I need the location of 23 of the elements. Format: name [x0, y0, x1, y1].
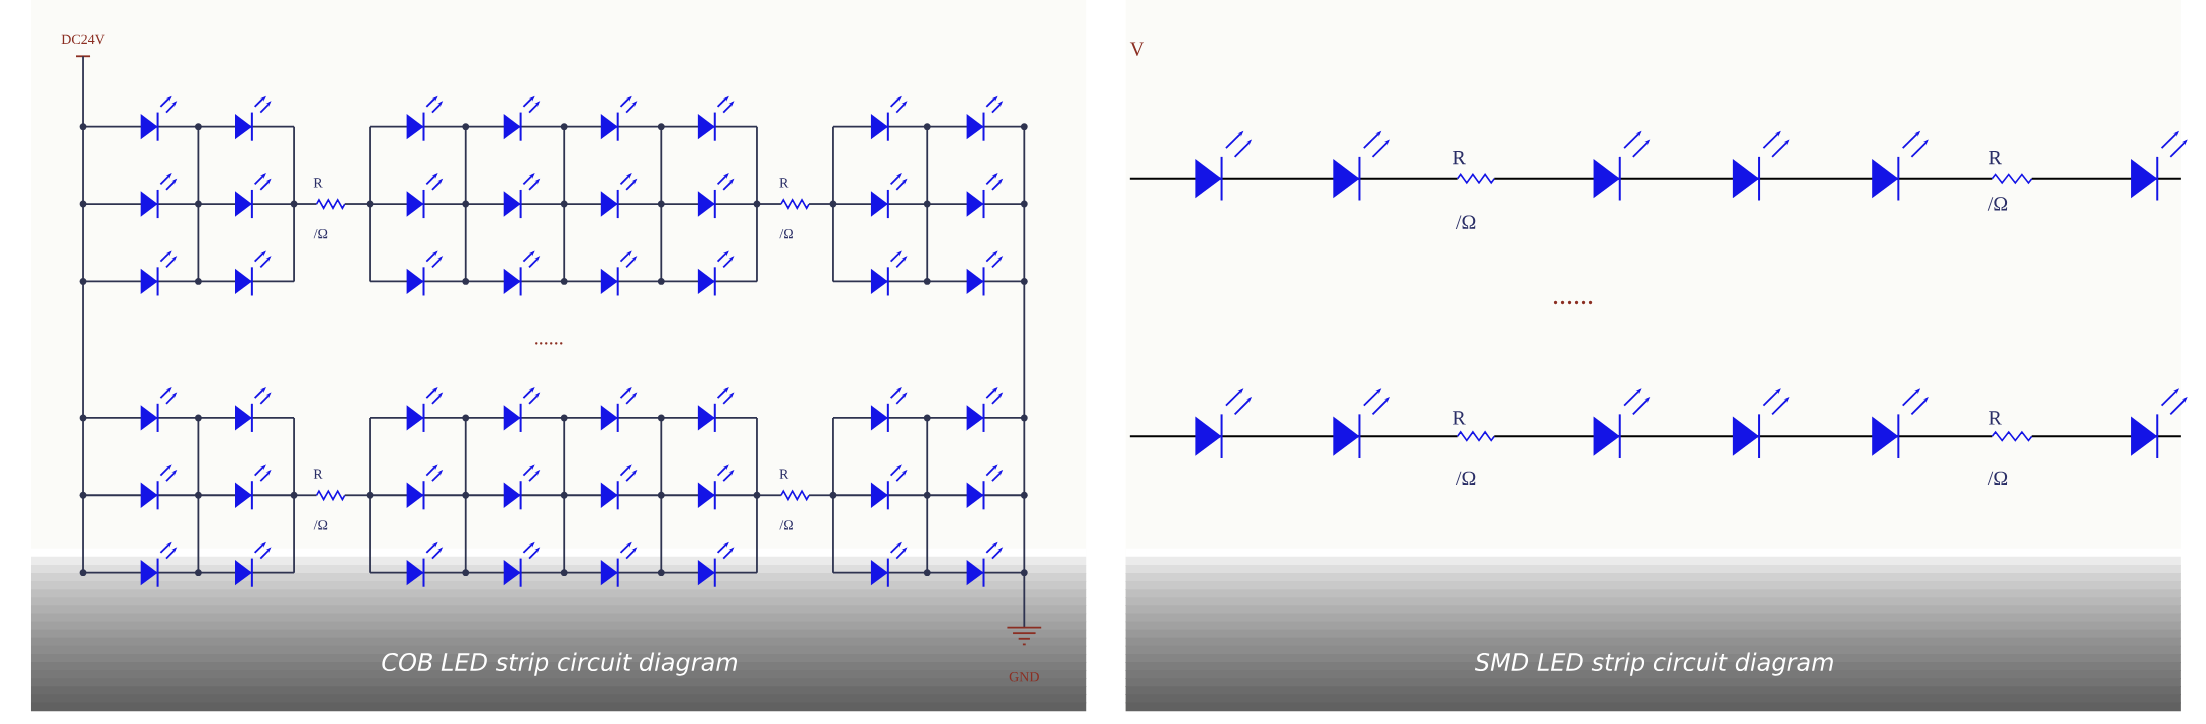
label: R: [779, 178, 789, 188]
label: /Ω: [1987, 197, 2008, 211]
label: GND: [1009, 672, 1039, 682]
label: R: [1989, 151, 2002, 165]
label: /Ω: [313, 228, 328, 239]
label: R: [779, 469, 789, 479]
label: DC24V: [61, 34, 105, 45]
label: R: [313, 178, 323, 188]
label: V: [1129, 42, 1144, 56]
label: /Ω: [779, 520, 793, 530]
label: R: [1452, 151, 1466, 165]
label: R: [1452, 411, 1466, 425]
caption: COB LED strip circuit diagram: [382, 652, 738, 676]
caption: SMD LED strip circuit diagram: [1474, 652, 1833, 676]
label: R: [313, 469, 323, 479]
label: R: [1989, 411, 2002, 425]
label: ......: [1553, 300, 1593, 305]
label: ......: [535, 342, 563, 345]
label: /Ω: [1455, 215, 1476, 229]
label: /Ω: [313, 520, 328, 530]
label: /Ω: [1455, 471, 1476, 486]
label: /Ω: [779, 228, 793, 239]
label: /Ω: [1987, 471, 2008, 486]
